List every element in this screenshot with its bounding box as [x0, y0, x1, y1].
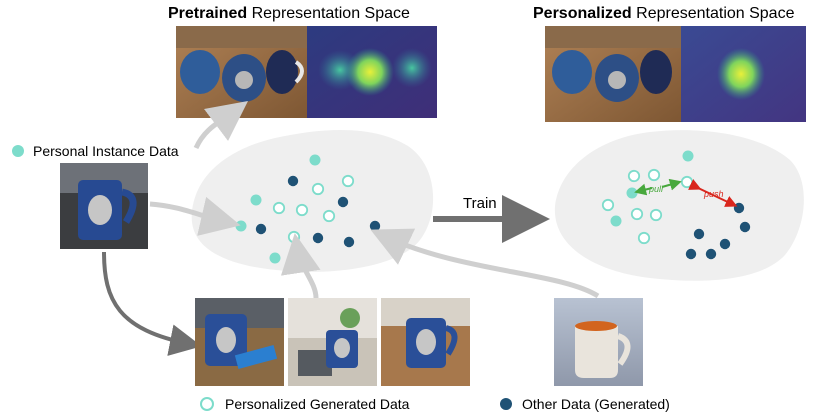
- arrow-instance-to-space: [149, 196, 241, 236]
- personal-instance-dot: [12, 145, 24, 157]
- pull-arrow-right: [661, 178, 682, 191]
- generated-point: [680, 175, 694, 189]
- other-legend-label: Other Data (Generated): [522, 396, 670, 412]
- instance-point: [626, 187, 638, 199]
- other-point: [705, 248, 717, 260]
- generated-point: [627, 169, 641, 183]
- generated-point: [272, 201, 286, 215]
- push-label: push: [703, 189, 724, 199]
- personalized-heatmap: [681, 26, 806, 122]
- generated-point: [647, 168, 661, 182]
- pretrained-photo: [176, 26, 307, 118]
- arrow-generated-to-space: [280, 233, 321, 299]
- other-point: [343, 236, 355, 248]
- pretrained-space-blob: [191, 129, 434, 272]
- generated-point: [341, 174, 355, 188]
- instance-point: [250, 194, 262, 206]
- instance-point: [269, 252, 281, 264]
- generated-legend-label: Personalized Generated Data: [225, 396, 410, 412]
- personalized-title: Personalized Representation Space: [533, 5, 795, 22]
- generated-legend-dot: [200, 397, 214, 411]
- personal-instance-label: Personal Instance Data: [33, 143, 179, 159]
- other-point: [739, 221, 751, 233]
- other-point: [337, 196, 349, 208]
- pull-arrow-left: [634, 183, 653, 196]
- pretrained-title: Pretrained Representation Space: [168, 5, 410, 22]
- generated-point: [311, 182, 325, 196]
- instance-point: [235, 220, 247, 232]
- generated-photo-2: [288, 298, 377, 386]
- generated-point: [649, 208, 663, 222]
- other-point: [287, 175, 299, 187]
- other-point: [719, 238, 731, 250]
- instance-point: [309, 154, 321, 166]
- other-point: [685, 248, 697, 260]
- arrow-instance-to-generated: [102, 251, 202, 356]
- generated-photo-1: [195, 298, 284, 386]
- other-mug-photo: [554, 298, 643, 386]
- generated-point: [637, 231, 651, 245]
- other-legend-dot: [500, 398, 512, 410]
- instance-point: [682, 150, 694, 162]
- push-arrow: [688, 179, 738, 207]
- other-point: [312, 232, 324, 244]
- other-point: [733, 202, 745, 214]
- other-point: [693, 228, 705, 240]
- train-label: Train: [463, 195, 497, 212]
- other-point: [255, 223, 267, 235]
- pull-label: pull: [648, 184, 664, 194]
- generated-point: [601, 198, 615, 212]
- arrow-other-to-space: [370, 228, 600, 299]
- other-point: [369, 220, 381, 232]
- personal-mug-photo: [60, 163, 148, 249]
- personalized-space-blob: [554, 130, 804, 281]
- generated-point: [287, 230, 301, 244]
- generated-point: [295, 203, 309, 217]
- pretrained-heatmap: [307, 26, 437, 118]
- instance-point: [610, 215, 622, 227]
- generated-point: [322, 209, 336, 223]
- arrow-instance-to-pretrained: [193, 101, 249, 150]
- personalized-photo: [545, 26, 681, 122]
- generated-point: [630, 207, 644, 221]
- generated-photo-3: [381, 298, 470, 386]
